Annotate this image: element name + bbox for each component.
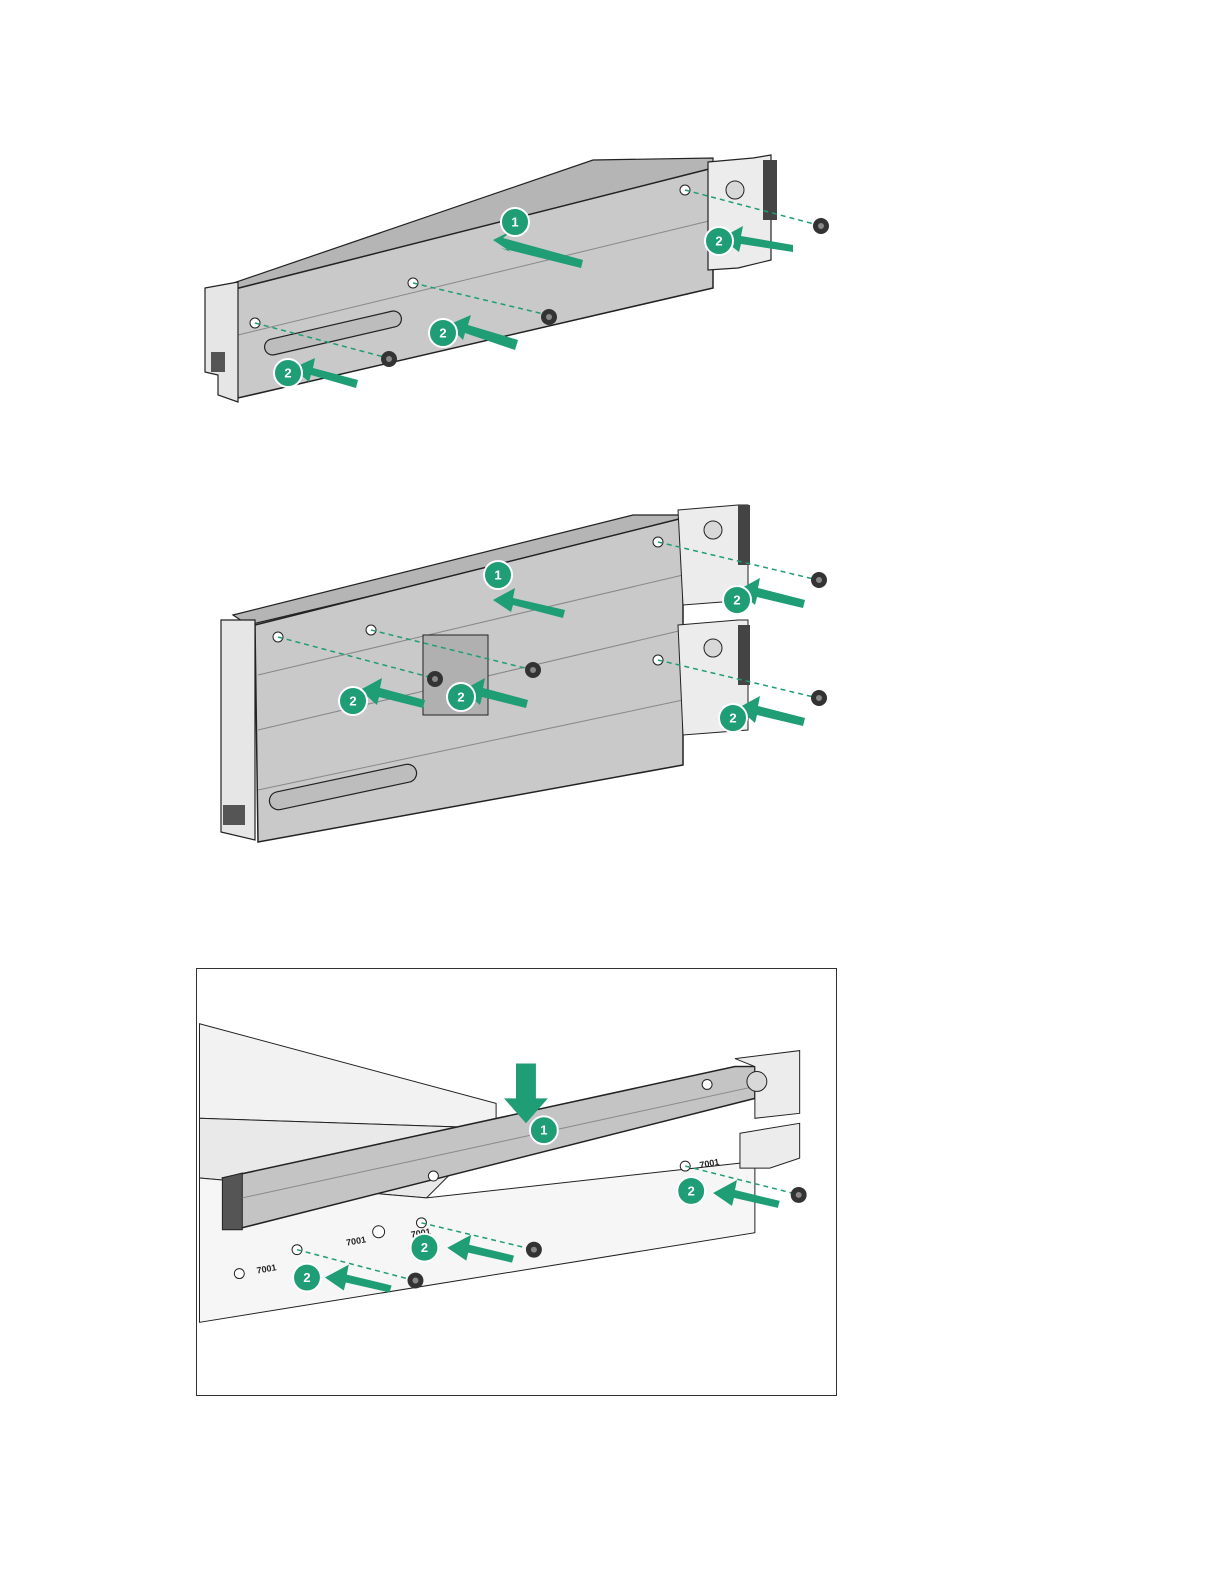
callout-2: 2 — [429, 319, 457, 347]
riser-install-figure-2: 1 2 2 2 2 — [193, 460, 833, 885]
callout-1: 1 — [501, 208, 529, 236]
screw-icon — [381, 351, 397, 367]
screw-icon — [811, 572, 827, 588]
screw-hole — [680, 1161, 690, 1171]
callout-2: 2 — [723, 586, 751, 614]
thumbscrew-icon — [726, 181, 744, 199]
riser-install-figure-1: 1 2 2 2 — [193, 140, 833, 412]
riser-cage-illustration-2: 1 2 2 2 2 — [193, 460, 833, 885]
svg-text:2: 2 — [457, 690, 464, 705]
riser-install-figure-3: 7001 7001 7001 7001 1 2 2 2 — [196, 968, 837, 1396]
svg-text:2: 2 — [284, 366, 291, 381]
svg-text:2: 2 — [349, 694, 356, 709]
left-connector — [223, 805, 245, 825]
thumbscrew-icon — [747, 1072, 767, 1092]
callout-2: 2 — [339, 687, 367, 715]
callout-2: 2 — [447, 683, 475, 711]
screw-icon — [427, 671, 443, 687]
screw-icon — [791, 1187, 807, 1203]
screw-icon — [408, 1273, 424, 1289]
riser-end-cap — [222, 1173, 242, 1230]
screw-icon — [525, 662, 541, 678]
screw-icon — [526, 1242, 542, 1258]
screw-icon — [811, 690, 827, 706]
callout-2: 2 — [293, 1264, 321, 1292]
callout-2: 2 — [677, 1177, 705, 1205]
left-connector — [211, 352, 225, 372]
callout-1: 1 — [530, 1116, 558, 1144]
svg-text:2: 2 — [303, 1270, 310, 1285]
server-chassis-top — [199, 1024, 496, 1129]
screw-hole — [234, 1269, 244, 1279]
screw-hole — [373, 1226, 385, 1238]
right-connector — [738, 625, 750, 685]
callout-1: 1 — [484, 561, 512, 589]
svg-text:1: 1 — [494, 568, 501, 583]
svg-text:1: 1 — [511, 215, 518, 230]
callout-2: 2 — [410, 1234, 438, 1262]
riser-cage-illustration-1: 1 2 2 2 — [193, 140, 833, 412]
thumbscrew-icon — [704, 521, 722, 539]
callout-2: 2 — [719, 704, 747, 732]
screw-icon — [541, 309, 557, 325]
svg-text:1: 1 — [540, 1123, 547, 1138]
right-connector — [738, 505, 750, 565]
screw-icon — [813, 218, 829, 234]
svg-text:2: 2 — [688, 1183, 695, 1198]
right-bracket-lower — [740, 1123, 800, 1168]
thumbscrew-icon — [704, 639, 722, 657]
screw-hole — [702, 1079, 712, 1089]
server-riser-illustration: 7001 7001 7001 7001 1 2 2 2 — [197, 969, 836, 1395]
left-bracket — [205, 282, 238, 402]
svg-text:2: 2 — [729, 711, 736, 726]
svg-text:2: 2 — [715, 234, 722, 249]
callout-2: 2 — [705, 227, 733, 255]
screw-hole — [428, 1171, 438, 1181]
svg-text:2: 2 — [421, 1240, 428, 1255]
svg-text:2: 2 — [733, 593, 740, 608]
callout-2: 2 — [274, 359, 302, 387]
svg-text:2: 2 — [439, 326, 446, 341]
